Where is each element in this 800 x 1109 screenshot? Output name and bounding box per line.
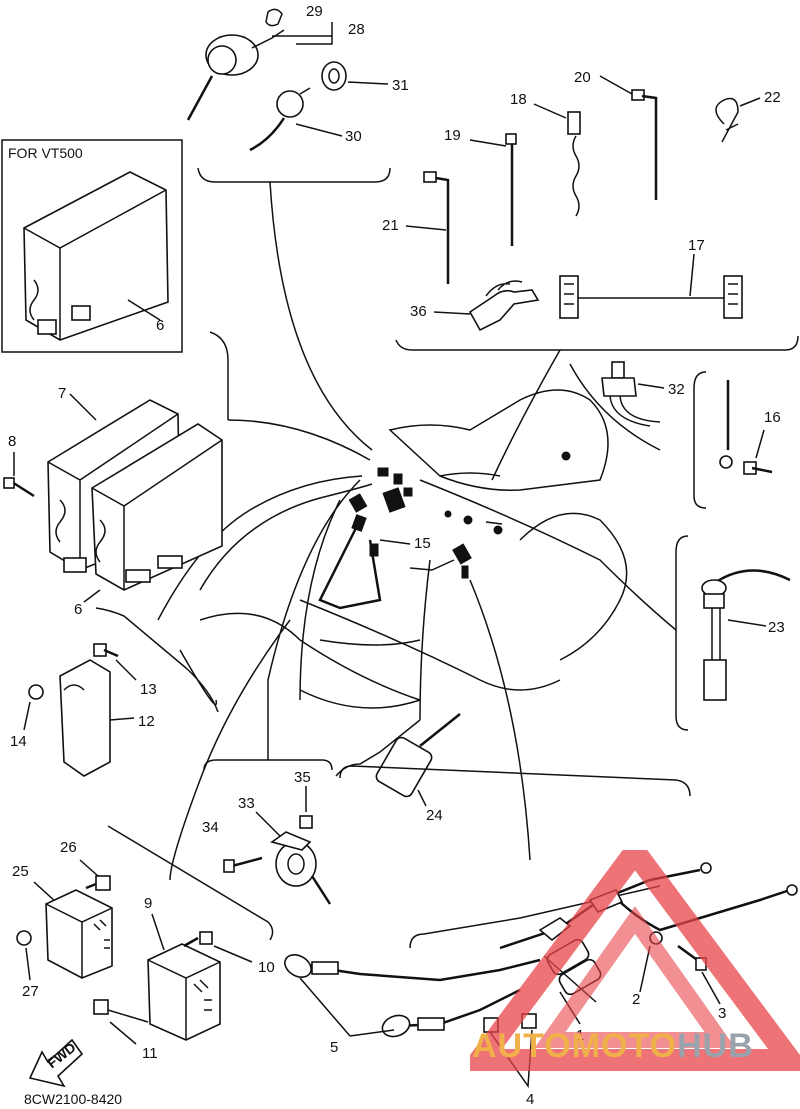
label-6-inset: 6 [156,317,164,334]
condenser-group: 24 [335,713,461,824]
label-15: 15 [414,535,431,552]
label-36: 36 [410,303,427,320]
label-25: 25 [12,863,29,880]
label-33: 33 [238,795,255,812]
label-10: 10 [258,959,275,976]
coil-group: 5 2 3 1 4 [284,862,798,1108]
label-26: 26 [60,839,77,856]
label-9: 9 [144,895,152,912]
label-8: 8 [8,433,16,450]
label-31: 31 [392,77,409,94]
label-11: 11 [142,1045,158,1062]
label-20: 20 [574,69,591,86]
watermark-text: AUTOMOTOHUB [472,1027,754,1066]
drawing-code: 8CW2100-8420 [24,1091,122,1107]
label-28: 28 [348,21,365,38]
label-5: 5 [330,1039,338,1056]
label-6-main: 6 [74,601,82,618]
frame-outline [157,331,677,881]
clips-group: 20 22 18 19 21 17 36 [382,69,799,481]
watermark-hub: HUB [677,1027,754,1065]
right-group: 32 16 23 [601,361,791,731]
switch-cover [321,61,347,91]
watermark-auto: AUTO [472,1027,572,1065]
switch-sensor [276,90,304,118]
label-2: 2 [632,991,640,1008]
label-30: 30 [345,128,362,145]
sensor-group: 35 33 34 [202,759,691,905]
relay-group: 26 25 27 9 10 11 [12,825,275,1062]
label-27: 27 [22,983,39,1000]
label-7: 7 [58,385,66,402]
watermark-moto: MOTO [571,1027,678,1065]
ecu-group: 7 8 6 [3,385,223,713]
label-14: 14 [10,733,27,750]
label-3: 3 [718,1005,726,1022]
label-17: 17 [688,237,705,254]
vt500-inset: FOR VT500 6 [1,139,183,353]
label-18: 18 [510,91,527,108]
label-24: 24 [426,807,443,824]
fwd-arrow: FWD [28,1038,84,1088]
label-34: 34 [202,819,219,836]
label-23: 23 [768,619,785,636]
label-21: 21 [382,217,399,234]
label-4: 4 [526,1091,534,1108]
label-13: 13 [140,681,157,698]
label-19: 19 [444,127,461,144]
label-16: 16 [764,409,781,426]
connectors: 15 [348,451,571,579]
bracket-group: 14 13 12 [10,643,157,777]
label-32: 32 [668,381,685,398]
label-29: 29 [306,3,323,20]
label-35: 35 [294,769,311,786]
label-22: 22 [764,89,781,106]
inset-title: FOR VT500 [8,145,83,161]
ignition-group: 29 28 31 30 [186,3,409,451]
label-12: 12 [138,713,155,730]
